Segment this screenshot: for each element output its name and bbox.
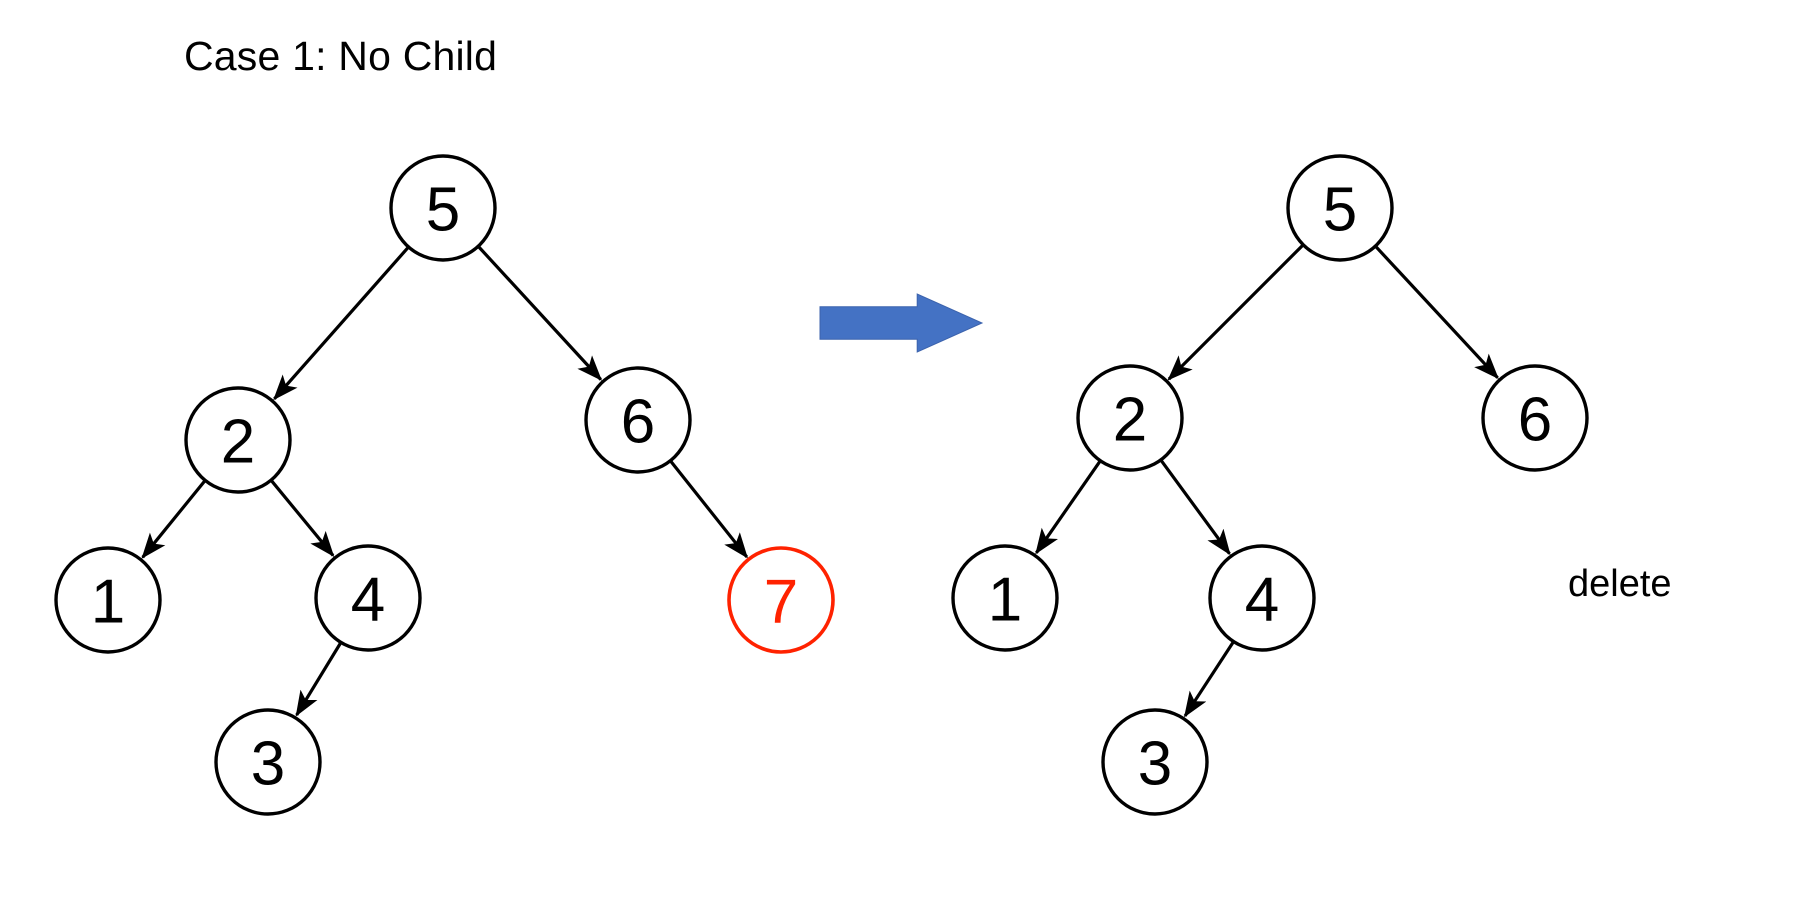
- node-label: 3: [251, 730, 285, 799]
- node-circle: [1101, 708, 1209, 816]
- node-circle: [1208, 544, 1316, 652]
- tree-node-2[interactable]: 2: [1076, 364, 1184, 472]
- node-circle: [214, 708, 322, 816]
- node-circle: [184, 386, 292, 494]
- tree-edge: [477, 245, 603, 381]
- tree-node-5[interactable]: 5: [389, 154, 497, 262]
- node-label: 5: [426, 176, 460, 245]
- node-circle: [951, 544, 1059, 652]
- node-label: 6: [621, 388, 655, 457]
- delete-annotation-label: delete: [1568, 563, 1672, 605]
- tree-node-1[interactable]: 1: [951, 544, 1059, 652]
- transition-arrow-icon: [819, 293, 984, 353]
- tree-edge: [669, 460, 749, 559]
- tree-node-4[interactable]: 4: [314, 544, 422, 652]
- tree-node-7[interactable]: 7: [727, 546, 835, 654]
- tree-after-edges: [1035, 244, 1499, 718]
- node-label: 4: [1245, 566, 1279, 635]
- node-circle: [1481, 364, 1589, 472]
- node-circle: [1076, 364, 1184, 472]
- node-label: 6: [1518, 386, 1552, 455]
- node-label: 4: [351, 566, 385, 635]
- node-circle: [727, 546, 835, 654]
- tree-before-nodes: 5 2 6 1 4 3 7: [54, 154, 835, 816]
- node-label: 7: [764, 568, 798, 637]
- tree-edge: [1035, 460, 1102, 555]
- node-label: 2: [1113, 386, 1147, 455]
- tree-edge: [273, 246, 410, 401]
- tree-after-nodes: 5 2 6 1 4 3: [951, 154, 1589, 816]
- tree-edge: [270, 479, 335, 558]
- tree-before-edges: [141, 245, 749, 717]
- transition-arrow: [819, 293, 984, 353]
- tree-edge: [1167, 244, 1304, 381]
- node-circle: [314, 544, 422, 652]
- tree-node-3[interactable]: 3: [214, 708, 322, 816]
- node-circle: [584, 366, 692, 474]
- tree-edge: [1374, 245, 1499, 380]
- tree-node-2[interactable]: 2: [184, 386, 292, 494]
- node-label: 1: [91, 568, 125, 637]
- tree-node-3[interactable]: 3: [1101, 708, 1209, 816]
- node-circle: [1286, 154, 1394, 262]
- node-label: 1: [988, 566, 1022, 635]
- node-circle: [389, 154, 497, 262]
- tree-node-1[interactable]: 1: [54, 546, 162, 654]
- node-label: 5: [1323, 176, 1357, 245]
- tree-node-5[interactable]: 5: [1286, 154, 1394, 262]
- node-circle: [54, 546, 162, 654]
- tree-edge: [1160, 459, 1231, 556]
- node-label: 3: [1138, 730, 1172, 799]
- tree-node-6[interactable]: 6: [584, 366, 692, 474]
- tree-edge: [141, 480, 206, 559]
- page-title: Case 1: No Child: [184, 33, 498, 79]
- tree-edge: [1183, 641, 1235, 718]
- tree-node-6[interactable]: 6: [1481, 364, 1589, 472]
- node-label: 2: [221, 408, 255, 477]
- tree-edge: [295, 642, 342, 717]
- tree-node-4[interactable]: 4: [1208, 544, 1316, 652]
